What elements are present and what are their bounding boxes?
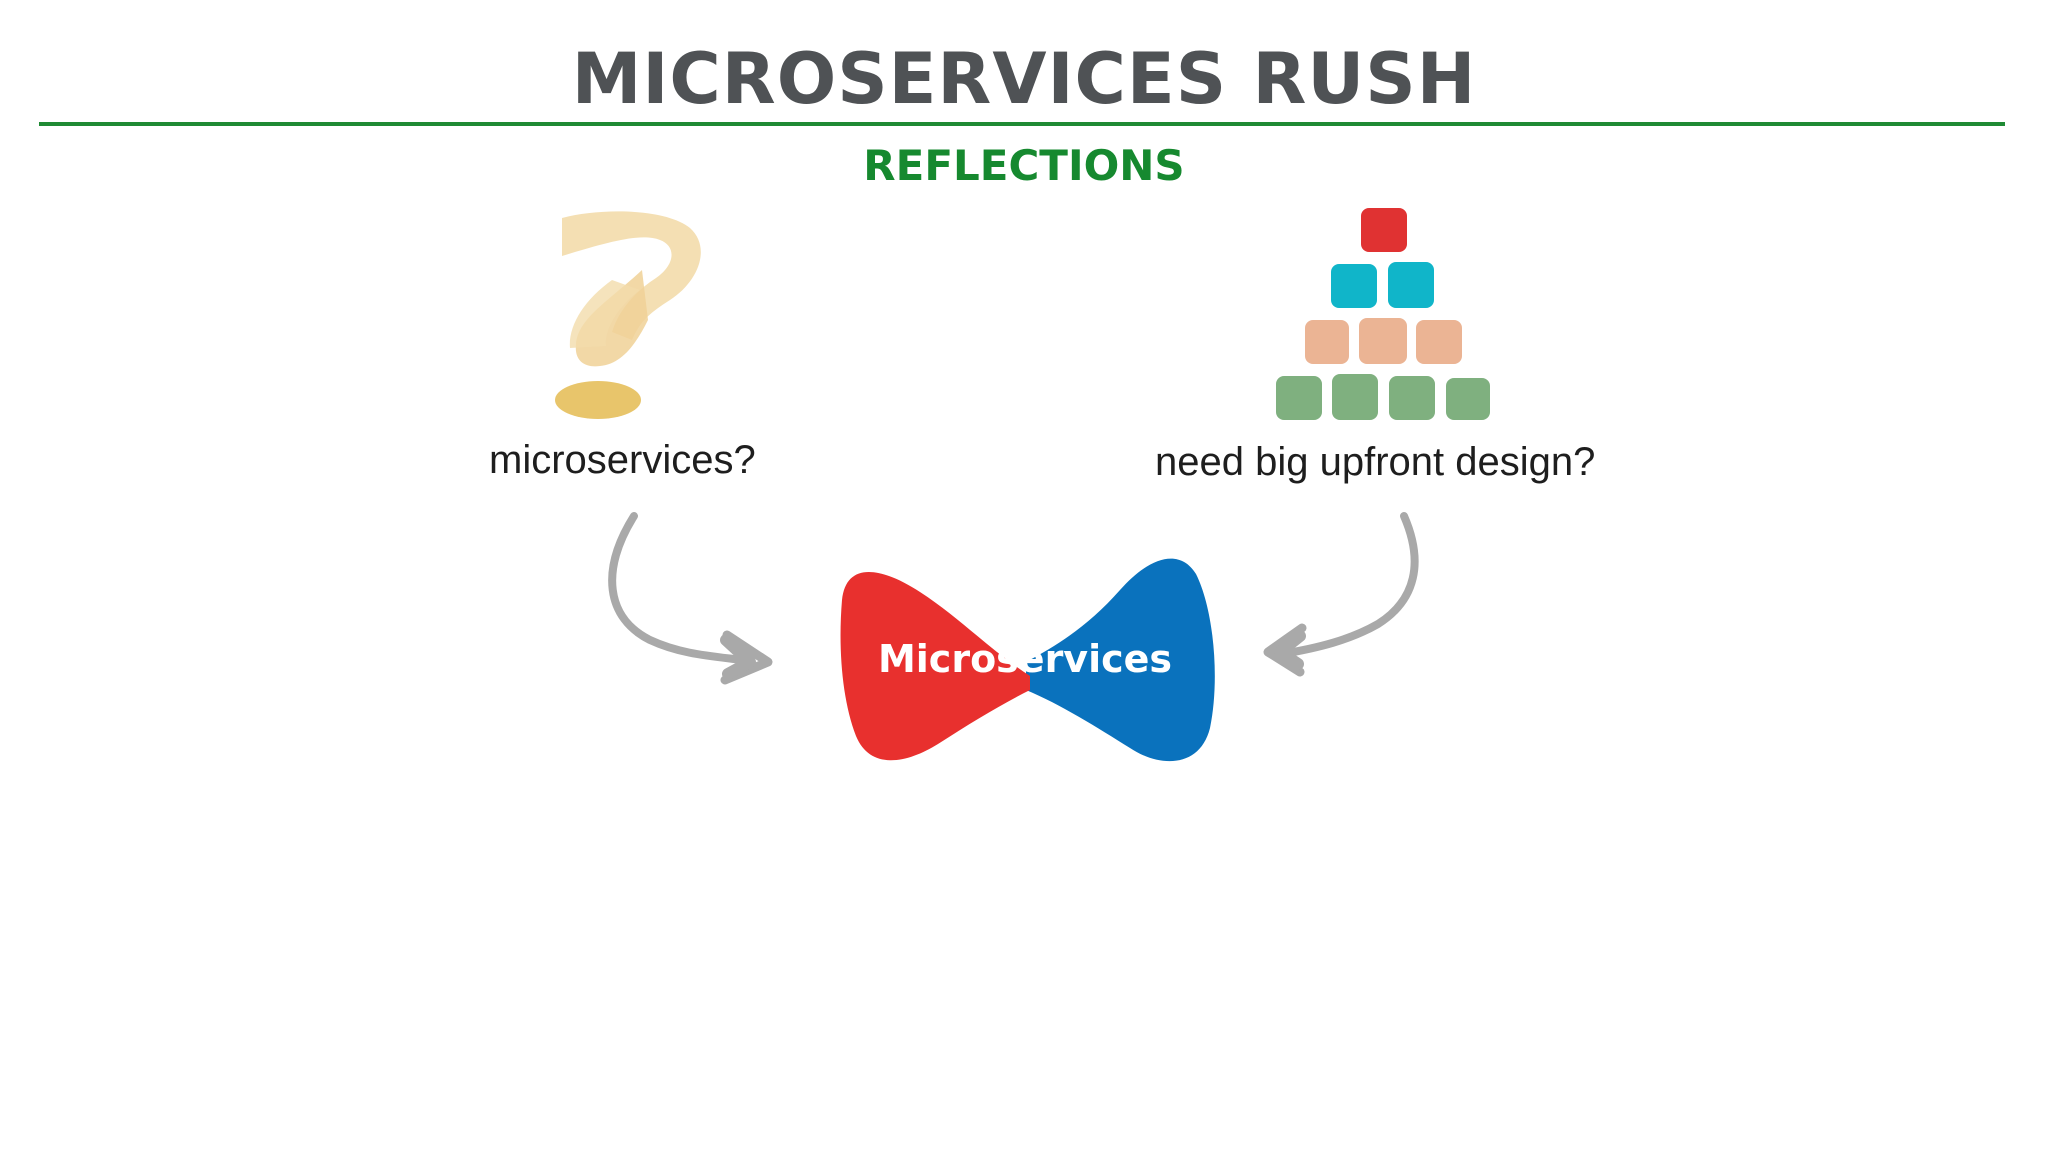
left-arrow-icon <box>608 512 773 685</box>
left-caption: microservices? <box>489 438 756 482</box>
bow-tie-label: Microservices <box>877 637 1173 681</box>
section-subtitle: REFLECTIONS <box>863 141 1185 190</box>
right-caption: need big upfront design? <box>1155 440 1596 484</box>
bow-tie-shape <box>840 558 1215 762</box>
right-arrow-icon <box>1263 512 1419 677</box>
title-divider <box>39 122 2005 126</box>
block-pyramid-icon <box>1276 208 1490 420</box>
page-title: MICROSERVICES RUSH <box>571 38 1477 120</box>
question-mark-icon <box>555 211 701 419</box>
